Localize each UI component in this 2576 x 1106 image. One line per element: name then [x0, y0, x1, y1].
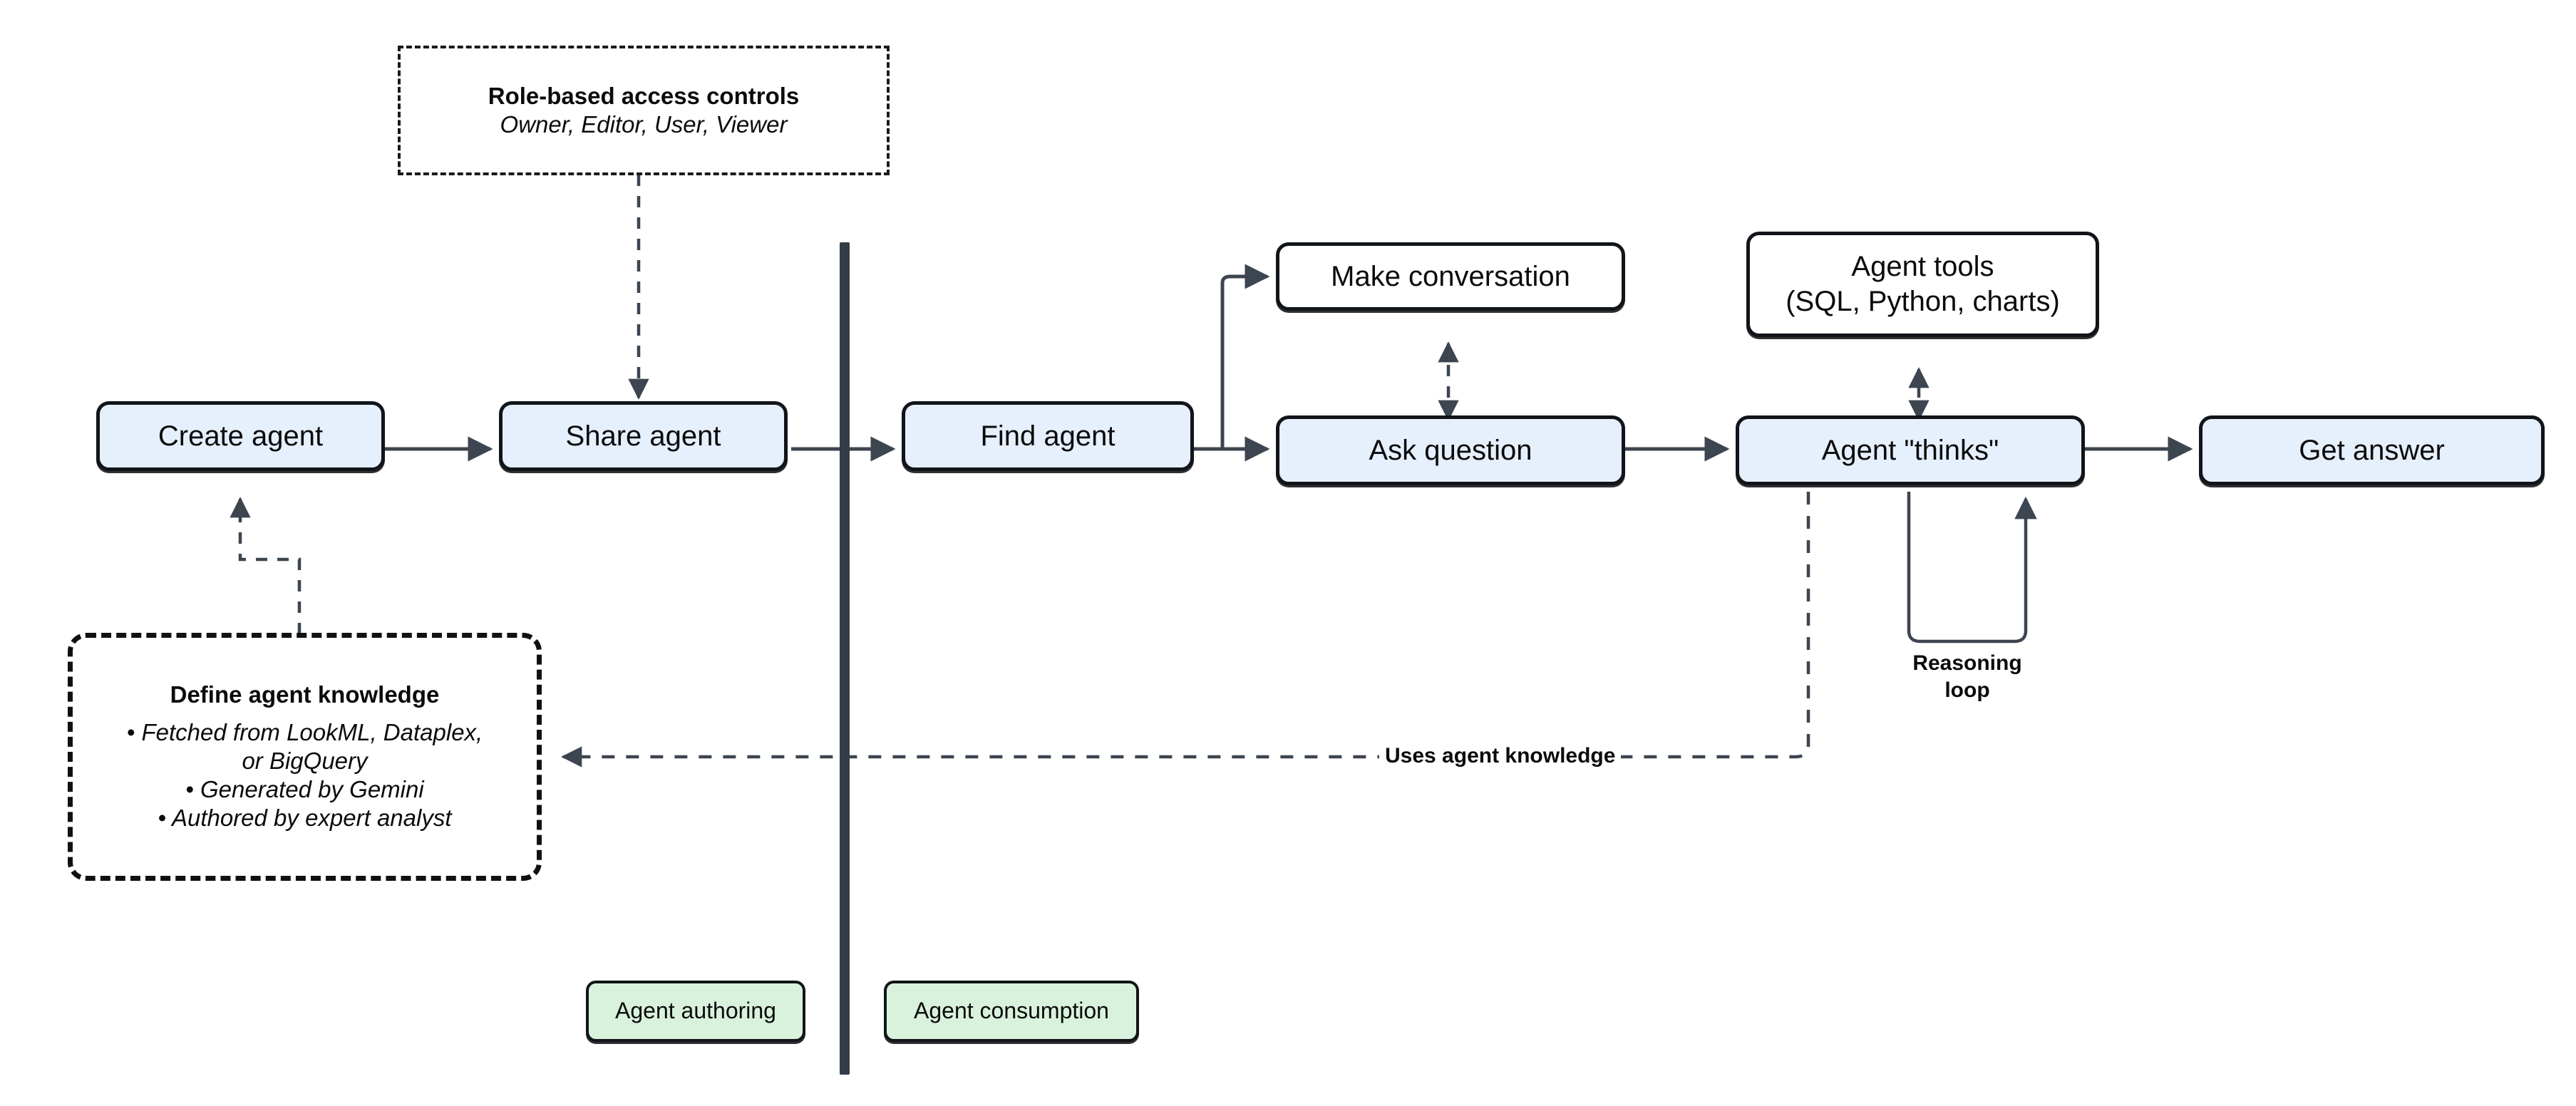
agent-tools-line-1: Agent tools: [1851, 251, 1994, 283]
knowledge-bullet-0: • Fetched from LookML, Dataplex,: [126, 718, 483, 745]
knowledge-title: Define agent knowledge: [170, 681, 440, 708]
phase-divider: [840, 242, 850, 1075]
legend-agent-consumption[interactable]: Agent consumption: [884, 981, 1139, 1042]
knowledge-bullet-2: • Generated by Gemini: [185, 776, 424, 803]
legend-agent-authoring[interactable]: Agent authoring: [586, 981, 805, 1042]
node-share-agent[interactable]: Share agent: [499, 401, 788, 471]
node-make-conversation[interactable]: Make conversation: [1276, 242, 1625, 311]
knowledge-bullet-3: • Authored by expert analyst: [158, 805, 452, 832]
reasoning-loop-line-2: loop: [1944, 678, 1990, 703]
edge-knowledge-to-create-agent: [230, 497, 302, 634]
knowledge-bullet-1: or BigQuery: [242, 747, 368, 774]
uses-agent-knowledge-label: Uses agent knowledge: [1379, 744, 1622, 768]
node-find-agent[interactable]: Find agent: [902, 401, 1194, 471]
node-agent-tools[interactable]: Agent tools (SQL, Python, charts): [1746, 232, 2099, 337]
node-agent-thinks[interactable]: Agent "thinks": [1736, 415, 2085, 485]
node-get-answer[interactable]: Get answer: [2199, 415, 2545, 485]
edge-find-to-make-conversation: [1220, 264, 1270, 449]
edge-uses-agent-knowledge: [561, 492, 1810, 768]
rbac-title: Role-based access controls: [488, 82, 800, 109]
agent-tools-line-2: (SQL, Python, charts): [1786, 286, 2060, 317]
define-agent-knowledge-box: Define agent knowledge • Fetched from Lo…: [68, 633, 542, 881]
node-ask-question[interactable]: Ask question: [1276, 415, 1625, 485]
reasoning-loop-line-1: Reasoning: [1912, 651, 2022, 675]
edge-reasoning-loop: [1907, 492, 2037, 644]
node-create-agent[interactable]: Create agent: [96, 401, 385, 471]
reasoning-loop-label: Reasoning loop: [1882, 650, 2053, 705]
rbac-subtitle: Owner, Editor, User, Viewer: [500, 111, 788, 138]
rbac-annotation-box: Role-based access controls Owner, Editor…: [398, 46, 890, 175]
